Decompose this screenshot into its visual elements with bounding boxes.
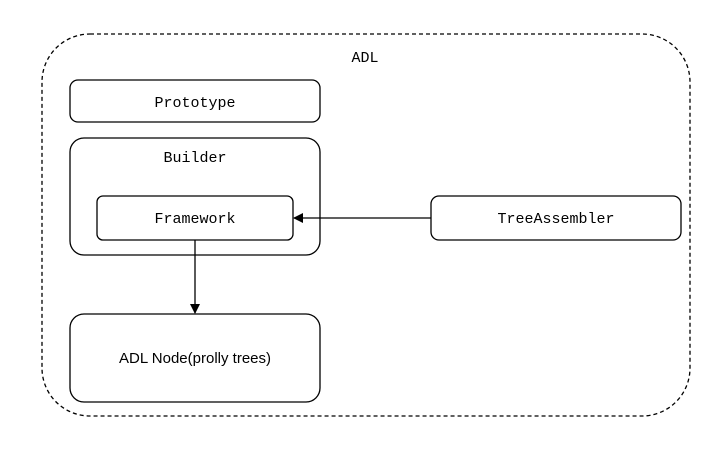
- prototype-node[interactable]: Prototype: [69, 79, 321, 123]
- builder-label: Builder: [163, 150, 226, 167]
- prototype-box: [69, 79, 321, 123]
- framework-node[interactable]: Framework: [96, 195, 294, 241]
- tree-assembler-label: TreeAssembler: [497, 211, 614, 228]
- adl-container-label: ADL: [351, 50, 378, 67]
- tree-assembler-node[interactable]: TreeAssembler: [430, 195, 682, 241]
- adl-node-box: [69, 313, 321, 403]
- prototype-label: Prototype: [154, 95, 235, 112]
- adl-node[interactable]: ADL Node(prolly trees): [69, 313, 321, 403]
- adl-container: ADL: [41, 33, 691, 417]
- framework-label: Framework: [154, 211, 235, 228]
- adl-container-border: [41, 33, 691, 417]
- adl-node-label: ADL Node(prolly trees): [119, 350, 271, 367]
